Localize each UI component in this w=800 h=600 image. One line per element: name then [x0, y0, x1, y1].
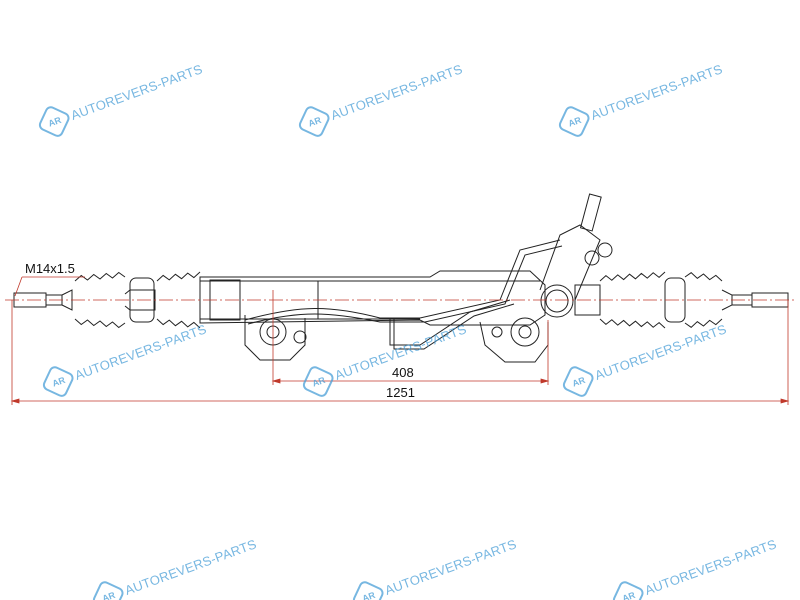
left-inner-boot	[156, 271, 201, 282]
right-outer-boot	[684, 318, 723, 328]
left-mount-bolt	[293, 330, 307, 344]
dimension-408	[271, 290, 550, 385]
port-fitting	[597, 242, 613, 258]
dimension-1251-label: 1251	[386, 385, 415, 400]
hydraulic-pipe	[393, 303, 515, 350]
input-shaft	[579, 193, 602, 232]
right-inner-boot	[599, 271, 666, 282]
port-fitting	[584, 250, 600, 266]
hydraulic-pipe	[389, 299, 511, 346]
dimension-408-label: 408	[392, 365, 414, 380]
right-mount-hole	[518, 325, 532, 339]
hydraulic-pipe	[247, 245, 563, 325]
right-outer-boot	[684, 272, 723, 282]
valve-body	[540, 284, 574, 318]
pinion-tower	[539, 224, 601, 301]
right-inner-boot	[599, 318, 666, 329]
thread-label: M14x1.5	[25, 261, 75, 276]
left-inner-boot	[156, 318, 201, 329]
right-mount-bushing	[510, 317, 540, 347]
dimension-1251	[10, 300, 790, 405]
thread-leader	[14, 276, 85, 297]
hydraulic-pipe	[244, 239, 561, 321]
left-outer-boot	[74, 318, 126, 329]
right-mount-bracket	[479, 321, 549, 363]
right-mount-bolt	[491, 326, 503, 338]
rack-housing	[199, 270, 546, 326]
valve-seal	[545, 289, 569, 313]
